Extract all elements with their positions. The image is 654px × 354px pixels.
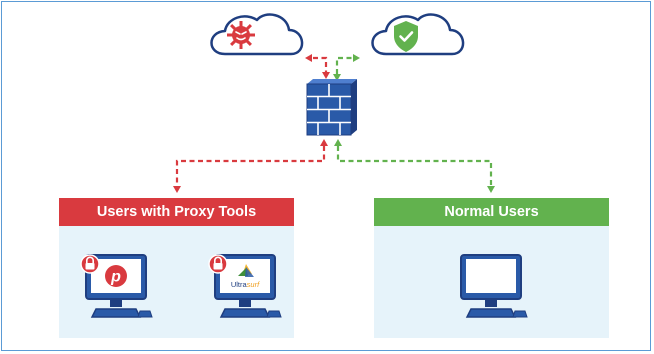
threat-arrowhead-left <box>305 54 312 62</box>
ultrasurf-logo: Ultrasurf <box>231 264 260 289</box>
computer-icon: p <box>85 254 153 318</box>
proxy-connector <box>175 146 326 186</box>
svg-text:Ultrasurf: Ultrasurf <box>231 280 260 289</box>
virus-icon <box>227 21 255 49</box>
safe-traffic-arrow <box>335 56 352 74</box>
safe-arrowhead-down <box>333 74 341 81</box>
normal-arrowhead-up <box>334 139 342 146</box>
psiphon-logo-letter: p <box>110 269 121 286</box>
normal-connector <box>336 146 493 186</box>
proxy-users-title: Users with Proxy Tools <box>96 204 257 220</box>
normal-arrowhead-down <box>487 186 495 193</box>
proxy-arrowhead-up <box>320 139 328 146</box>
normal-users-title: Normal Users <box>444 204 539 220</box>
lock-badge-icon <box>208 254 228 274</box>
ultrasurf-logo-text-b: surf <box>247 280 260 289</box>
virus-cloud-icon <box>210 13 304 56</box>
computer-icon: Ultrasurf <box>214 254 282 318</box>
proxy-arrowhead-down <box>173 186 181 193</box>
normal-users-header: Normal Users <box>374 198 609 226</box>
firewall-icon <box>306 79 357 136</box>
shield-check-icon <box>394 21 418 52</box>
psiphon-logo: p <box>105 265 127 287</box>
shield-check-cloud-icon <box>371 13 465 56</box>
threat-arrowhead-down <box>322 72 330 79</box>
proxy-users-header: Users with Proxy Tools <box>59 198 294 226</box>
lock-badge-icon <box>80 254 100 274</box>
ultrasurf-logo-text-a: Ultra <box>231 280 248 289</box>
computer-icon <box>460 254 528 318</box>
threat-traffic-arrow <box>313 56 328 72</box>
safe-arrowhead-right <box>353 54 360 62</box>
